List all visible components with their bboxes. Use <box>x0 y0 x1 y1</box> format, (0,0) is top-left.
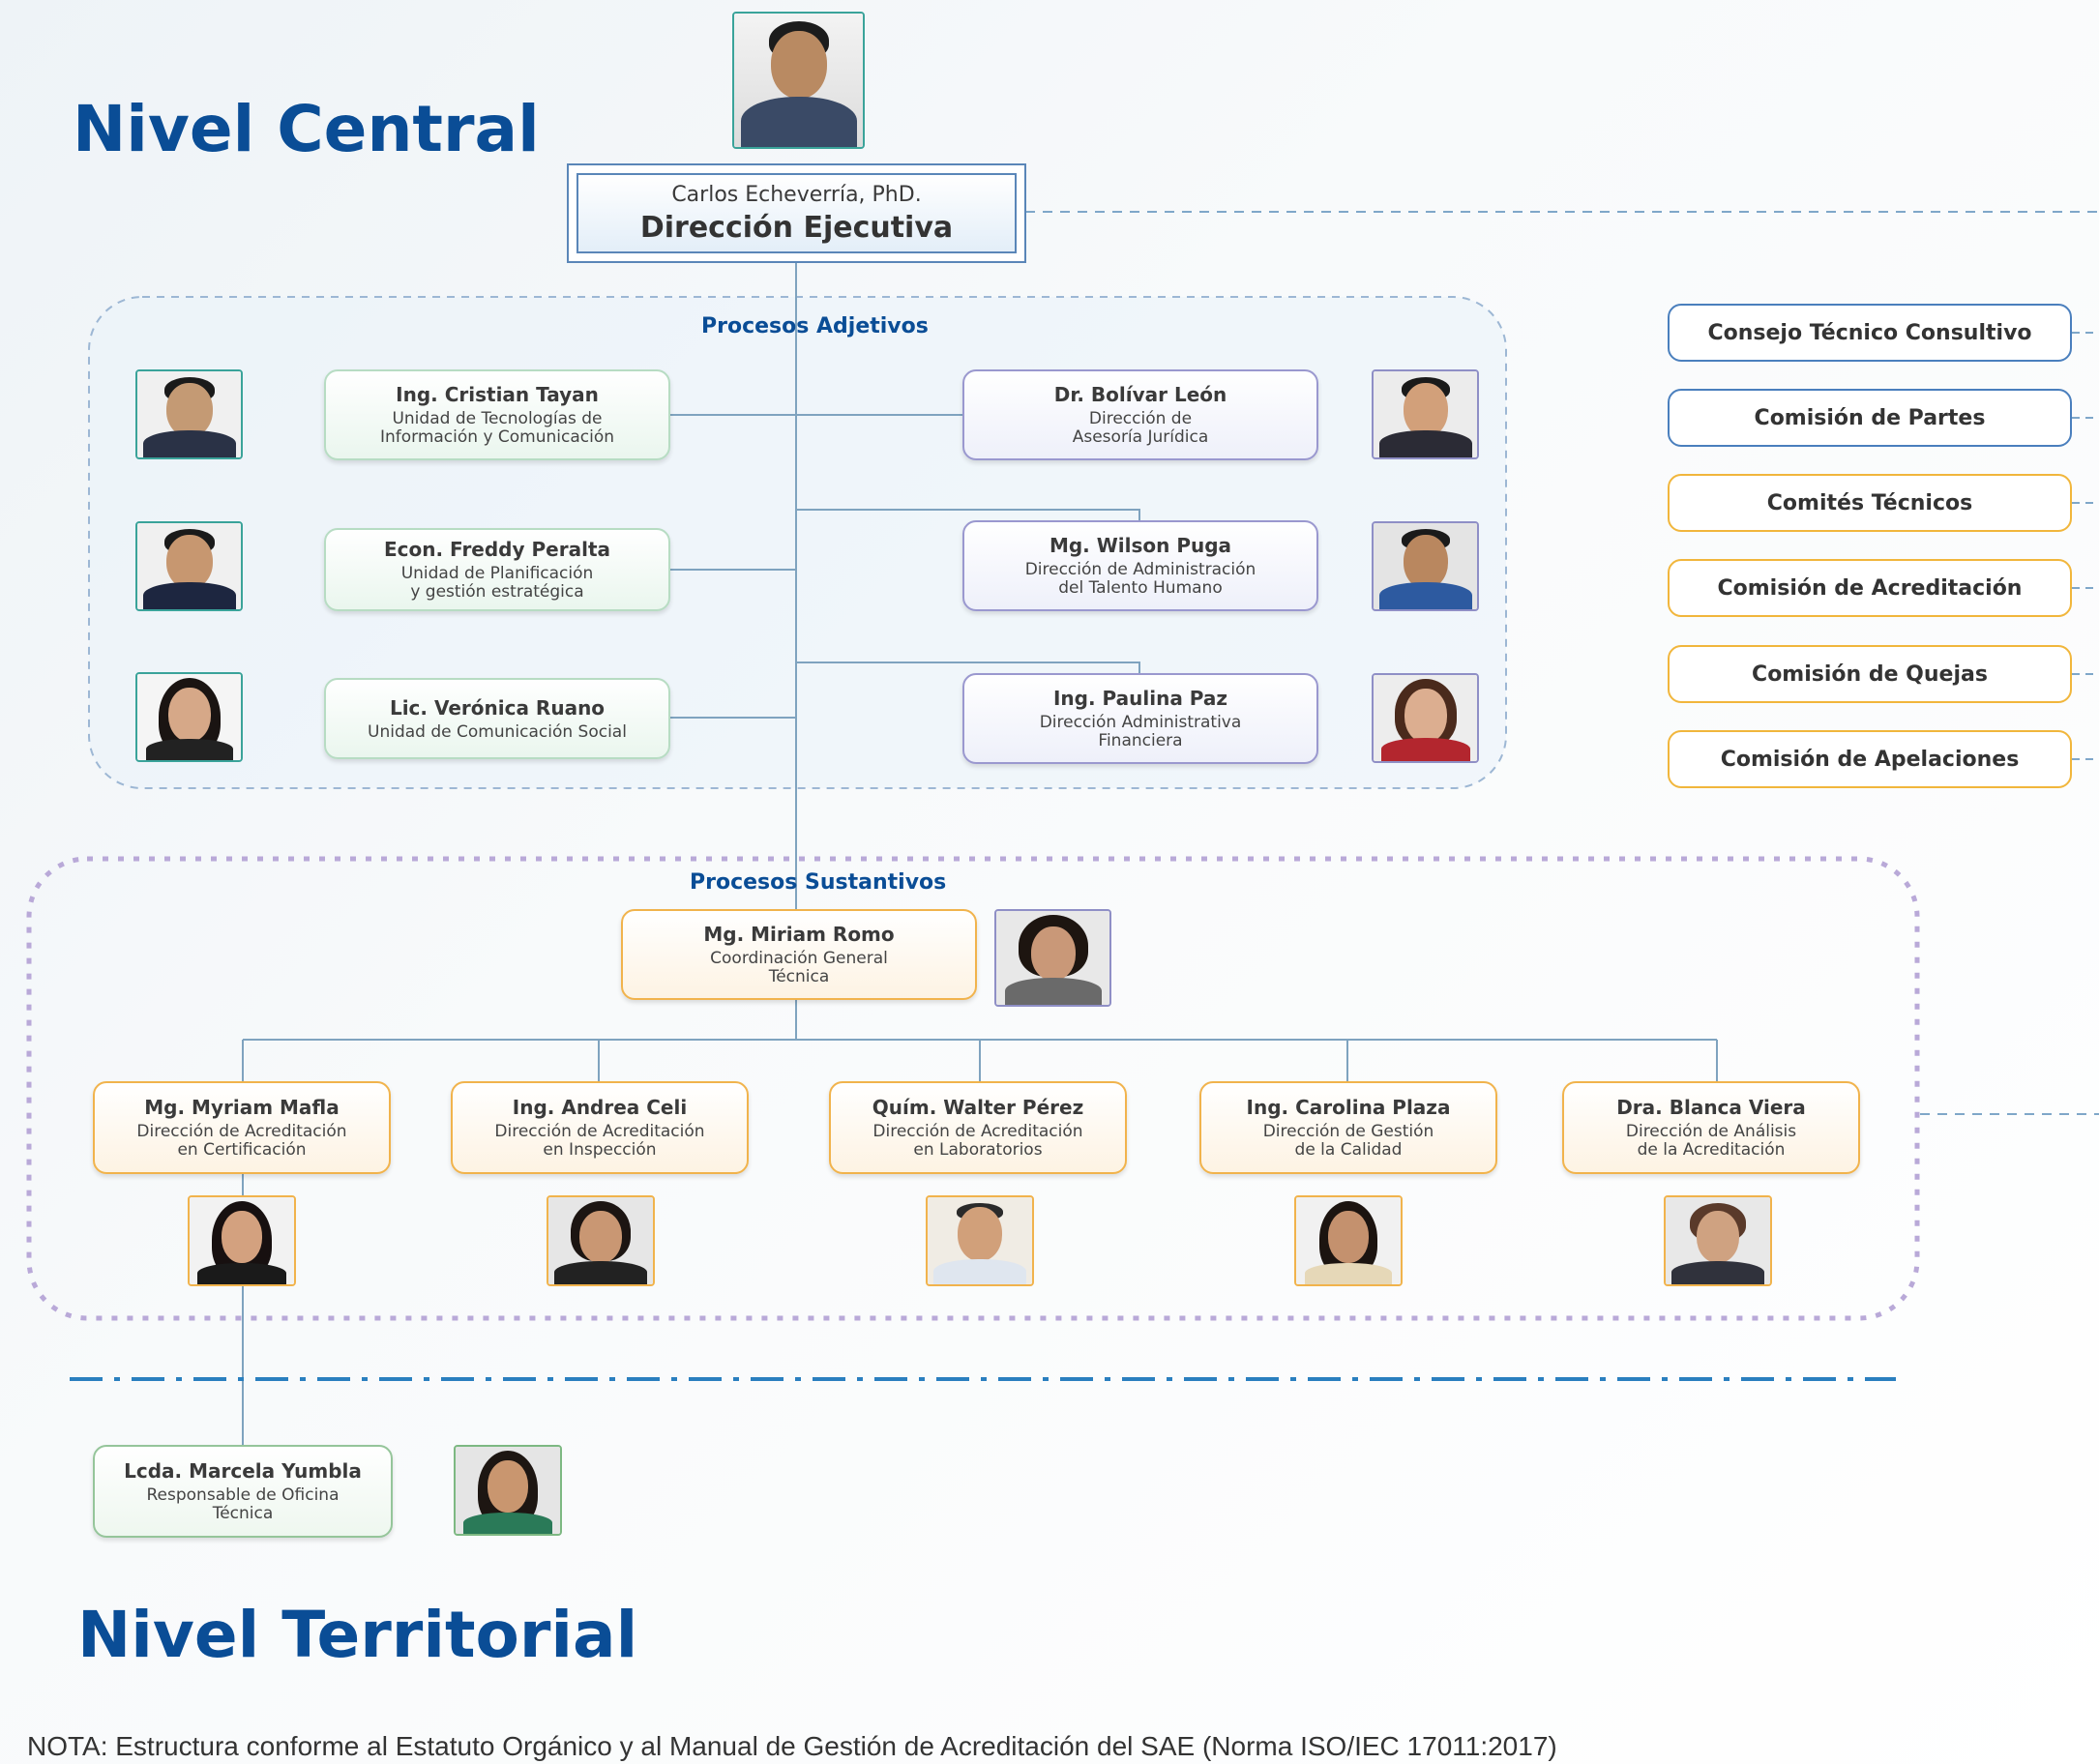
side-comites-tecnicos: Comités Técnicos <box>1668 474 2072 532</box>
role-myriam-mafla: Dirección de Acreditación en Certificaci… <box>136 1122 347 1160</box>
box-myriam-mafla: Mg. Myriam Mafla Dirección de Acreditaci… <box>93 1081 391 1174</box>
role-andrea-celi: Dirección de Acreditación en Inspección <box>494 1122 705 1160</box>
side-comision-de-apelaciones: Comisión de Apelaciones <box>1668 730 2072 788</box>
role-carolina-plaza: Dirección de Gestión de la Calidad <box>1262 1122 1434 1160</box>
box-carolina-plaza: Ing. Carolina Plaza Dirección de Gestión… <box>1199 1081 1497 1174</box>
role-miriam-romo: Coordinación General Técnica <box>710 949 888 986</box>
name-marcela-yumbla: Lcda. Marcela Yumbla <box>124 1459 362 1483</box>
nivel-territorial-title: Nivel Territorial <box>77 1598 638 1672</box>
box-cristian-tayan: Ing. Cristian Tayan Unidad de Tecnología… <box>324 369 670 460</box>
photo-veronica-ruano <box>135 672 243 762</box>
name-veronica-ruano: Lic. Verónica Ruano <box>389 695 606 720</box>
role-walter-perez: Dirección de Acreditación en Laboratorio… <box>872 1122 1083 1160</box>
side-comision-de-quejas: Comisión de Quejas <box>1668 645 2072 703</box>
name-paulina-paz: Ing. Paulina Paz <box>1052 687 1228 710</box>
box-walter-perez: Quím. Walter Pérez Dirección de Acredita… <box>829 1081 1127 1174</box>
executive-photo <box>732 12 865 149</box>
executive-name: Carlos Echeverría, PhD. <box>671 182 922 207</box>
box-wilson-puga: Mg. Wilson Puga Dirección de Administrac… <box>962 520 1318 611</box>
procesos-adjetivos-label: Procesos Adjetivos <box>701 314 929 338</box>
role-bolivar-leon: Dirección de Asesoría Jurídica <box>1072 409 1209 447</box>
box-miriam-romo: Mg. Miriam Romo Coordinación General Téc… <box>621 909 977 1000</box>
name-bolivar-leon: Dr. Bolívar León <box>1053 383 1227 406</box>
photo-marcela-yumbla <box>454 1445 562 1536</box>
box-andrea-celi: Ing. Andrea Celi Dirección de Acreditaci… <box>451 1081 749 1174</box>
side-comision-de-acreditacion: Comisión de Acreditación <box>1668 559 2072 617</box>
photo-wilson-puga <box>1372 521 1479 611</box>
name-cristian-tayan: Ing. Cristian Tayan <box>396 383 599 406</box>
role-freddy-peralta: Unidad de Planificación y gestión estrat… <box>400 564 594 602</box>
photo-myriam-mafla <box>188 1195 296 1286</box>
name-miriam-romo: Mg. Miriam Romo <box>703 923 895 946</box>
side-comision-de-partes: Comisión de Partes <box>1668 389 2072 447</box>
name-blanca-viera: Dra. Blanca Viera <box>1616 1096 1806 1119</box>
photo-freddy-peralta <box>135 521 243 611</box>
role-blanca-viera: Dirección de Análisis de la Acreditación <box>1625 1122 1797 1160</box>
procesos-sustantivos-label: Procesos Sustantivos <box>690 870 947 895</box>
role-veronica-ruano: Unidad de Comunicación Social <box>368 721 627 742</box>
name-freddy-peralta: Econ. Freddy Peralta <box>384 538 610 561</box>
footer-note: NOTA: Estructura conforme al Estatuto Or… <box>27 1731 1557 1761</box>
box-blanca-viera: Dra. Blanca Viera Dirección de Análisis … <box>1562 1081 1860 1174</box>
name-carolina-plaza: Ing. Carolina Plaza <box>1246 1096 1451 1119</box>
executive-role: Dirección Ejecutiva <box>639 210 954 245</box>
photo-bolivar-leon <box>1372 369 1479 459</box>
photo-blanca-viera <box>1664 1195 1772 1286</box>
photo-miriam-romo <box>994 909 1111 1007</box>
name-walter-perez: Quím. Walter Pérez <box>872 1096 1084 1119</box>
box-veronica-ruano: Lic. Verónica Ruano Unidad de Comunicaci… <box>324 678 670 759</box>
photo-paulina-paz <box>1372 673 1479 763</box>
photo-carolina-plaza <box>1294 1195 1403 1286</box>
box-marcela-yumbla: Lcda. Marcela Yumbla Responsable de Ofic… <box>93 1445 393 1538</box>
box-freddy-peralta: Econ. Freddy Peralta Unidad de Planifica… <box>324 528 670 611</box>
role-wilson-puga: Dirección de Administración del Talento … <box>1024 560 1256 598</box>
role-paulina-paz: Dirección Administrativa Financiera <box>1039 713 1242 750</box>
name-andrea-celi: Ing. Andrea Celi <box>512 1096 688 1119</box>
box-paulina-paz: Ing. Paulina Paz Dirección Administrativ… <box>962 673 1318 764</box>
executive-box: Carlos Echeverría, PhD. Dirección Ejecut… <box>567 163 1026 263</box>
photo-walter-perez <box>926 1195 1034 1286</box>
nivel-central-title: Nivel Central <box>73 92 540 166</box>
role-cristian-tayan: Unidad de Tecnologías de Información y C… <box>379 409 615 447</box>
box-bolivar-leon: Dr. Bolívar León Dirección de Asesoría J… <box>962 369 1318 460</box>
role-marcela-yumbla: Responsable de Oficina Técnica <box>146 1485 340 1523</box>
photo-cristian-tayan <box>135 369 243 459</box>
name-myriam-mafla: Mg. Myriam Mafla <box>144 1096 340 1119</box>
side-consejo-tecnico-consultivo: Consejo Técnico Consultivo <box>1668 304 2072 362</box>
photo-andrea-celi <box>547 1195 655 1286</box>
name-wilson-puga: Mg. Wilson Puga <box>1049 534 1232 557</box>
